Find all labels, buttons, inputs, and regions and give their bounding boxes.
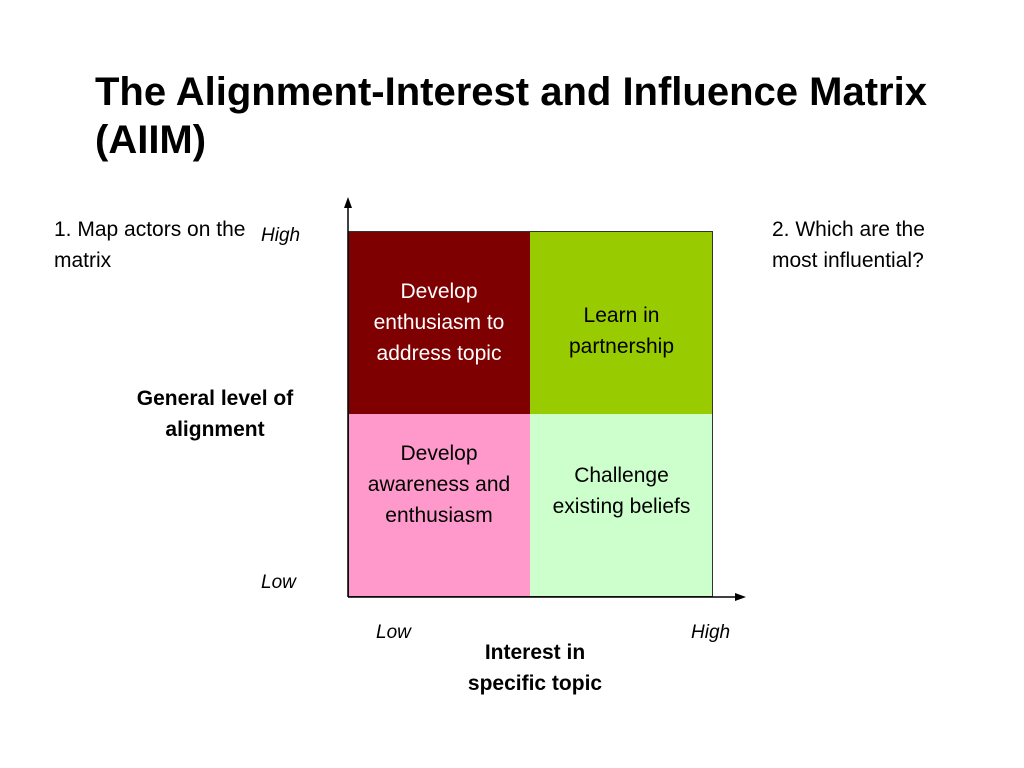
quadrant-high-alignment-high-interest: Learn in partnership xyxy=(530,231,713,414)
y-axis-arrowhead xyxy=(344,197,352,208)
quadrant-label: Develop awareness and enthusiasm xyxy=(367,442,511,527)
quadrant-label: Learn in partnership xyxy=(568,304,675,358)
quadrant-low-alignment-high-interest: Challenge existing beliefs xyxy=(530,414,713,597)
instruction-map-actors: 1. Map actors on the matrix xyxy=(54,218,246,272)
x-axis-low-label: Low xyxy=(376,622,411,643)
slide-title: The Alignment-Interest and Influence Mat… xyxy=(95,70,927,162)
y-axis-title: General level of alignment xyxy=(136,387,294,441)
quadrant-high-alignment-low-interest: Develop enthusiasm to address topic xyxy=(348,231,530,414)
x-axis-high-label: High xyxy=(691,622,731,643)
quadrant-label: Develop enthusiasm to address topic xyxy=(373,280,505,365)
y-axis-low-label: Low xyxy=(261,572,296,593)
x-axis-title: Interest in specific topic xyxy=(467,641,603,695)
instruction-most-influential: 2. Which are the most influential? xyxy=(772,218,925,272)
y-axis-high-label: High xyxy=(261,225,301,246)
x-axis-arrowhead xyxy=(735,593,746,601)
quadrant-low-alignment-low-interest: Develop awareness and enthusiasm xyxy=(348,414,530,597)
quadrant-label: Challenge existing beliefs xyxy=(552,464,691,518)
